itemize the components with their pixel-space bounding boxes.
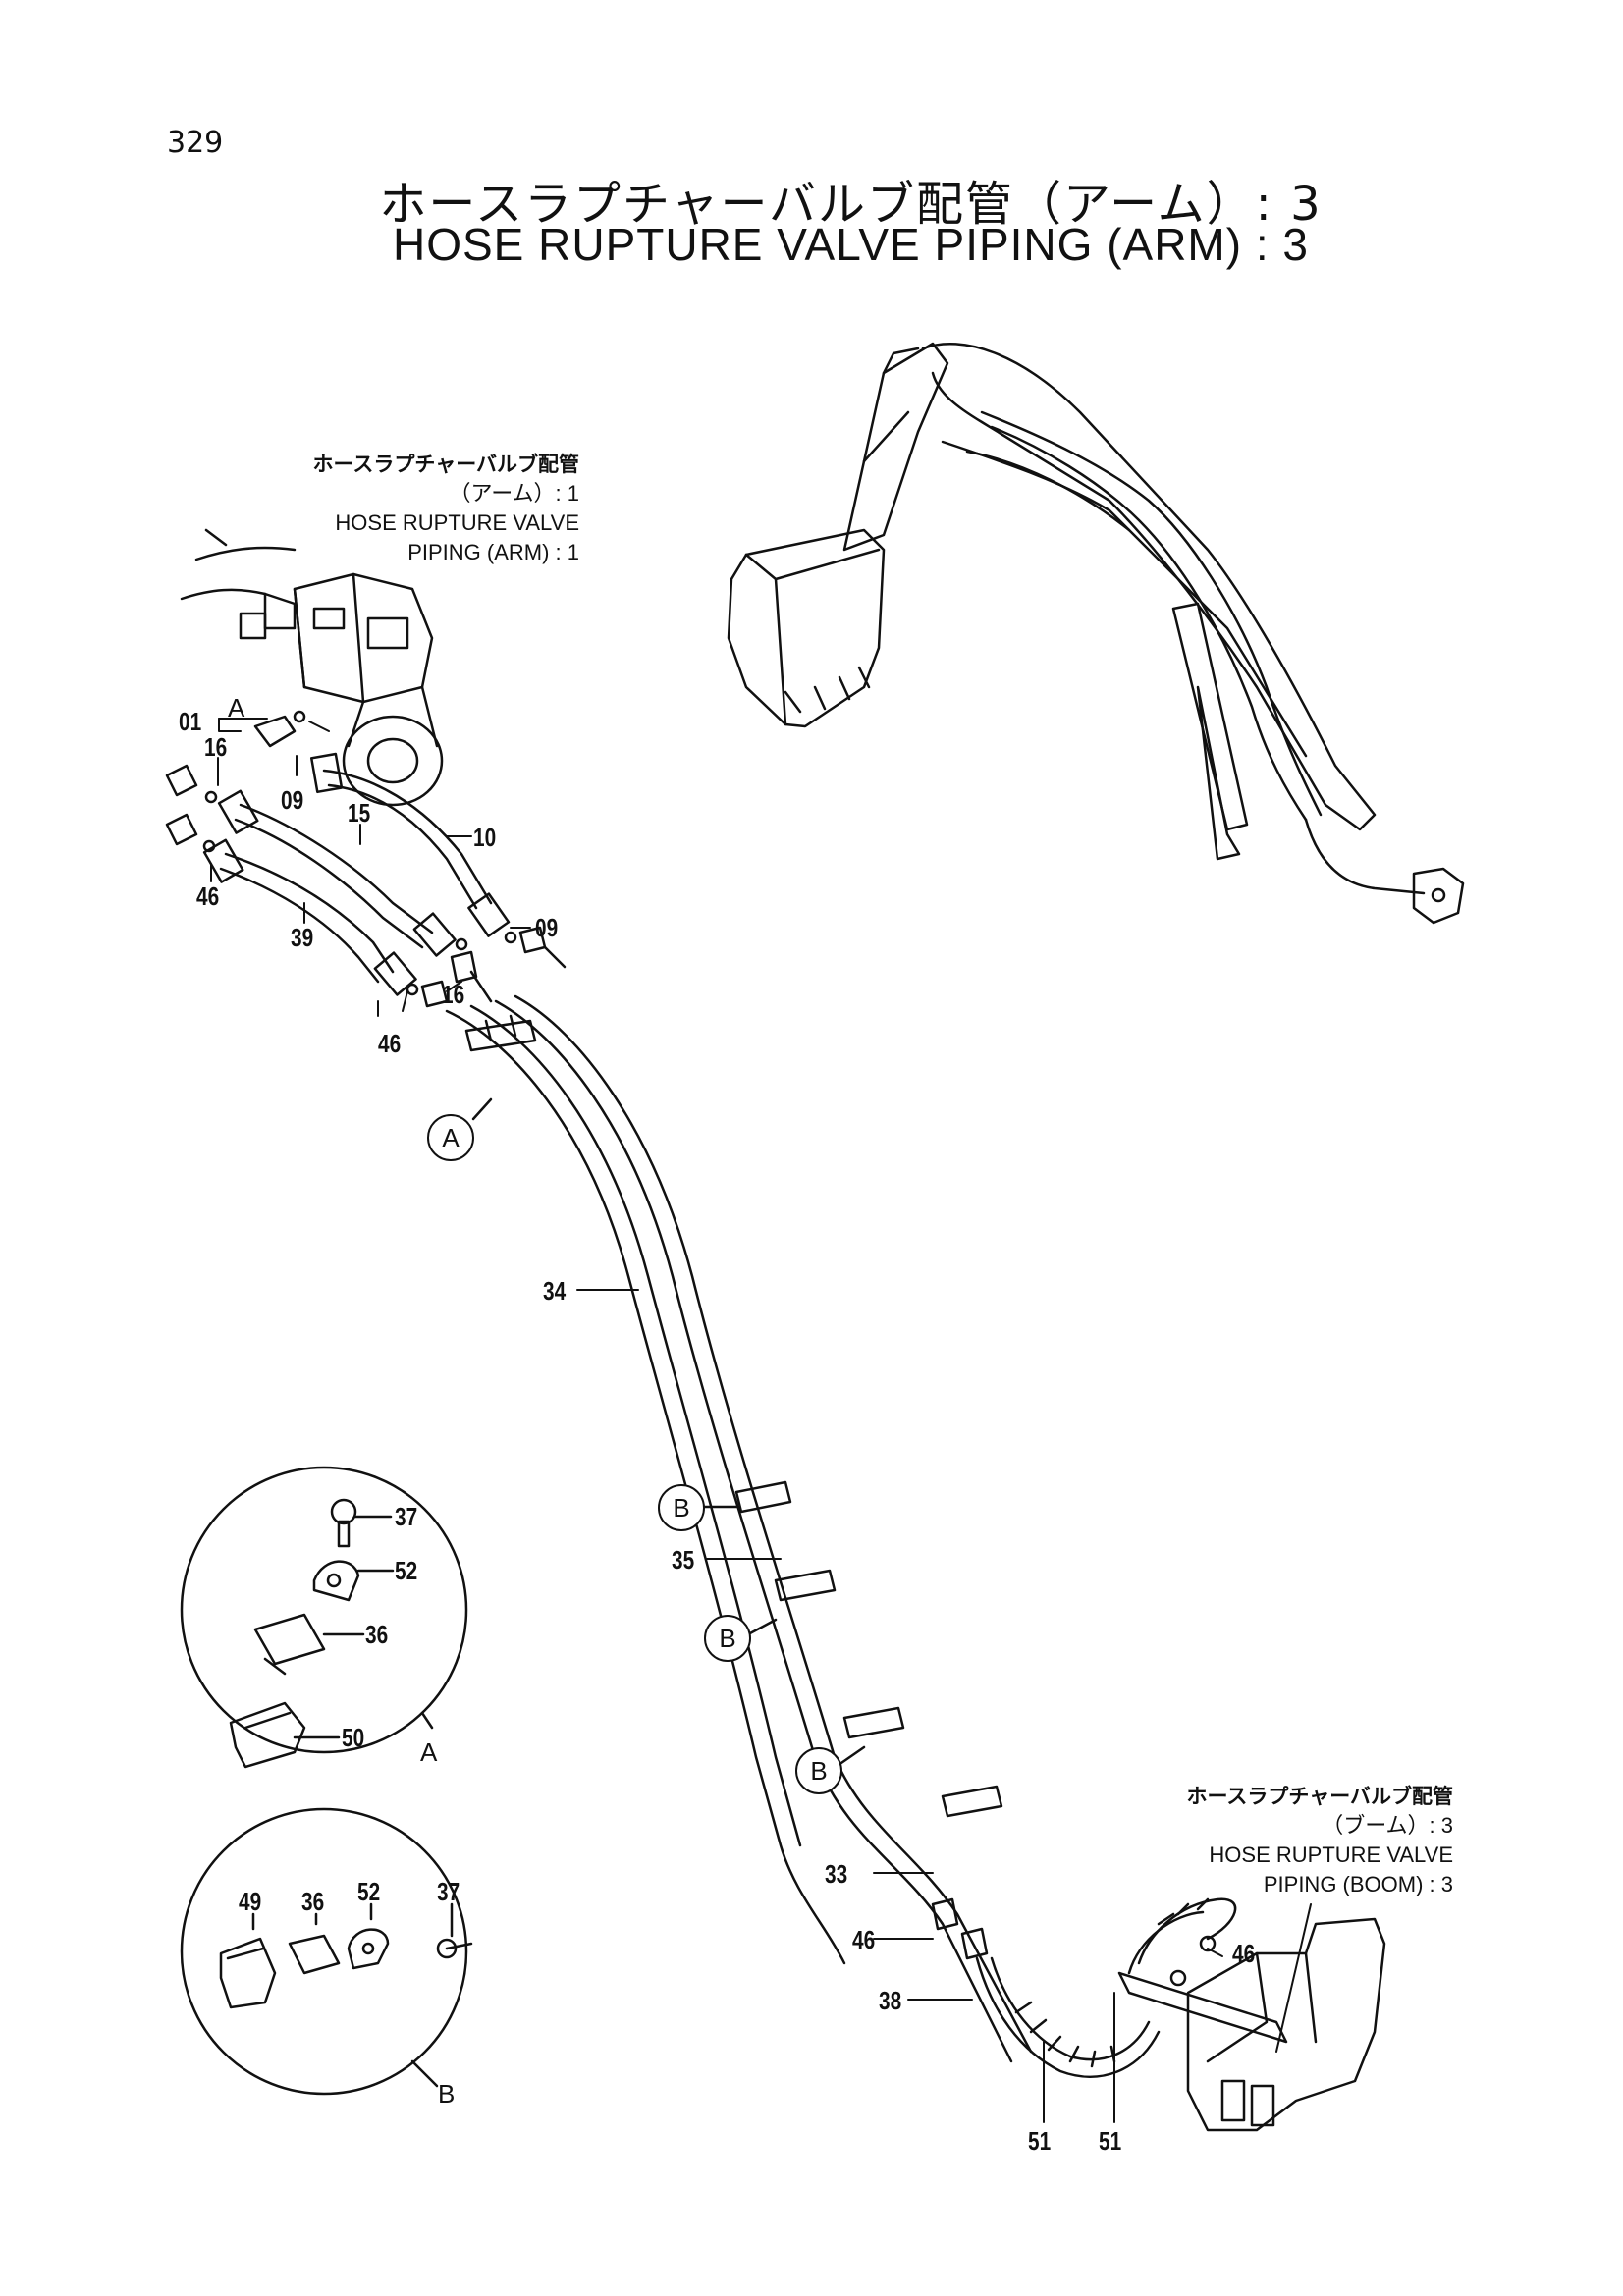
page-number: 329 — [167, 126, 224, 160]
callout-51-left: 51 — [1028, 2126, 1052, 2156]
view-a-label: A — [420, 1737, 438, 1767]
callout-52-view-b: 52 — [357, 1877, 381, 1906]
callout-16-lower: 16 — [442, 980, 465, 1009]
marker-b3-circle: B — [795, 1747, 842, 1794]
callout-46-valve: 46 — [1232, 1939, 1256, 1968]
callout-34: 34 — [543, 1276, 567, 1306]
ref-boom3-en-line2: PIPING (BOOM) : 3 — [1263, 1872, 1453, 1896]
callout-52-view-a: 52 — [395, 1556, 418, 1585]
view-b-label: B — [438, 2079, 456, 2109]
ref-boom3-jp-line1: ホースラプチャーバルブ配管 — [1186, 1785, 1453, 1808]
excavator-overview — [727, 342, 1465, 925]
callout-35: 35 — [672, 1545, 695, 1575]
callout-09-upper: 09 — [281, 785, 304, 815]
marker-b1-circle: B — [658, 1484, 705, 1531]
arm-pipes — [445, 994, 1237, 2078]
hose-bundle-upper — [165, 710, 567, 1008]
callout-36-view-b: 36 — [301, 1887, 325, 1916]
marker-a-pointer — [471, 1097, 493, 1121]
reference-label-arm1: ホースラプチャーバルブ配管 （アーム）: 1 HOSE RUPTURE VALV… — [236, 450, 579, 567]
callout-09-lower: 09 — [535, 913, 559, 942]
detail-view-b — [180, 1807, 473, 2096]
marker-b2-pointer — [746, 1618, 778, 1636]
detail-view-a — [180, 1466, 468, 1769]
marker-a-circle: A — [427, 1114, 474, 1161]
hose-rupture-valve-assembly — [180, 528, 444, 807]
marker-b3-pointer — [837, 1745, 866, 1767]
callout-01: 01 — [179, 707, 202, 736]
callout-33: 33 — [825, 1859, 848, 1889]
callout-10: 10 — [473, 823, 497, 852]
callout-37-view-a: 37 — [395, 1502, 418, 1531]
ref-boom3-en-line1: HOSE RUPTURE VALVE — [1209, 1842, 1453, 1867]
leader-lines — [210, 718, 1312, 2123]
ref-boom3-jp-line2: （ブーム）: 3 — [1322, 1813, 1453, 1838]
control-valve — [1117, 1917, 1386, 2132]
callout-36-view-a: 36 — [365, 1620, 389, 1649]
callout-46-lower: 46 — [852, 1925, 876, 1954]
callout-46-middle: 46 — [378, 1029, 402, 1058]
marker-a-label: A — [228, 693, 245, 722]
callout-46-upper: 46 — [196, 881, 220, 911]
callout-38: 38 — [879, 1986, 902, 2015]
reference-label-boom3: ホースラプチャーバルブ配管 （ブーム）: 3 HOSE RUPTURE VALV… — [1100, 1782, 1453, 1899]
ref-arm1-jp-line1: ホースラプチャーバルブ配管 — [312, 453, 579, 476]
ref-arm1-en-line1: HOSE RUPTURE VALVE — [335, 510, 579, 535]
title-japanese: ホースラプチャーバルブ配管（アーム）: 3 — [379, 177, 1323, 232]
callout-16-upper: 16 — [204, 732, 228, 762]
callout-51-right: 51 — [1099, 2126, 1122, 2156]
ref-arm1-en-line2: PIPING (ARM) : 1 — [407, 540, 579, 564]
callout-49: 49 — [239, 1887, 262, 1916]
marker-b2-circle: B — [704, 1615, 751, 1662]
ref-arm1-jp-line2: （アーム）: 1 — [449, 481, 579, 506]
callout-39: 39 — [291, 923, 314, 952]
callout-37-view-b: 37 — [437, 1877, 460, 1906]
callout-15: 15 — [348, 798, 371, 828]
title-english: HOSE RUPTURE VALVE PIPING (ARM) : 3 — [392, 219, 1309, 270]
callout-50: 50 — [342, 1723, 365, 1752]
